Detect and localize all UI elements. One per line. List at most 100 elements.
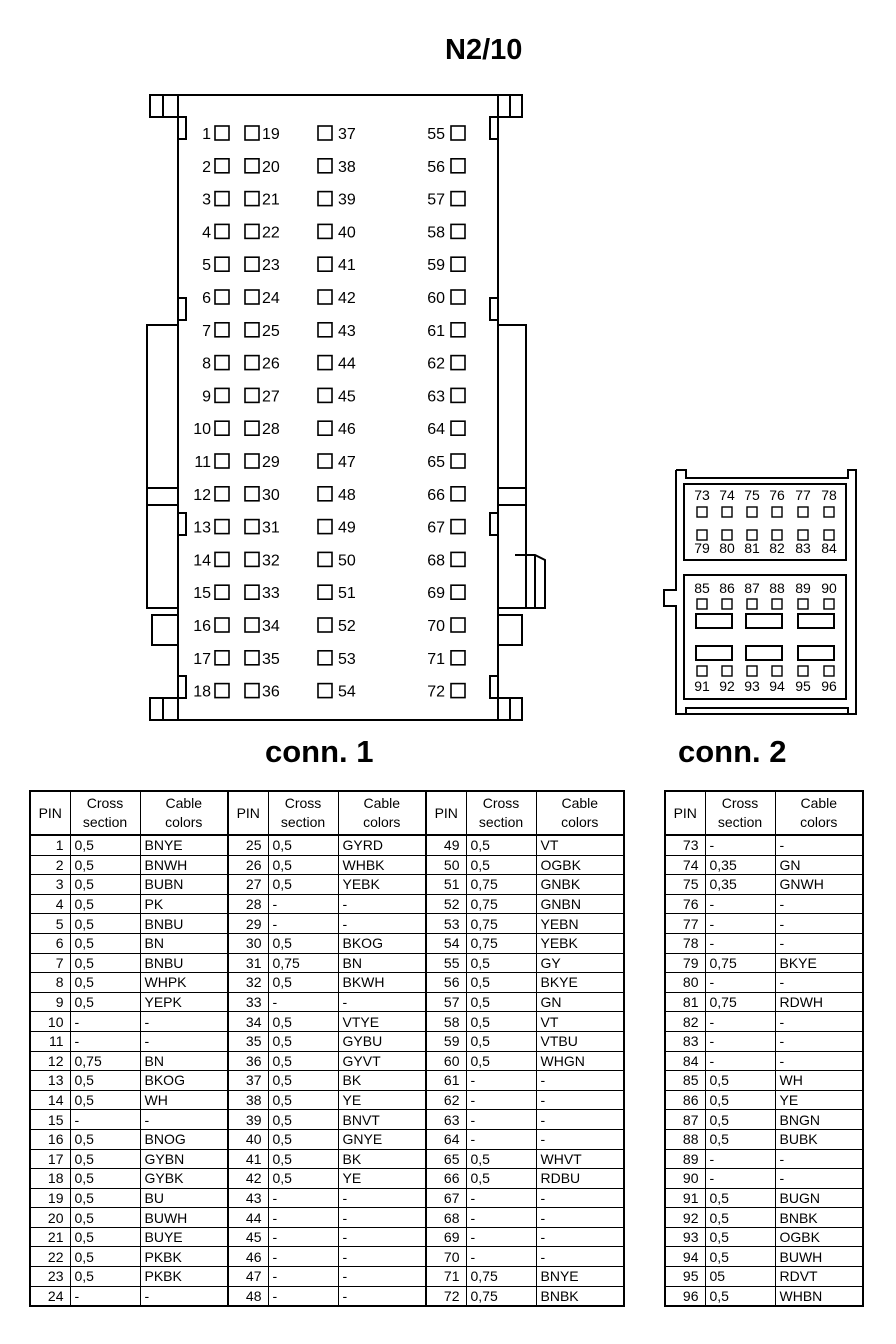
pin-cell: 69: [425, 1226, 467, 1248]
pin-number-label: 43: [338, 323, 356, 340]
pin-number-label: 74: [719, 487, 735, 503]
pin-cell: 70: [425, 1246, 467, 1268]
cable-color-cell: BNYE: [139, 834, 229, 856]
cable-color-cell: BNBU: [139, 913, 229, 934]
table-row: 77--: [664, 913, 864, 934]
pin-cell: 54: [425, 932, 467, 954]
pin-number-label: 52: [338, 618, 356, 635]
cable-color-cell: YEBN: [535, 913, 625, 934]
pin-number-label: 92: [719, 678, 735, 694]
pin-cell: 91: [664, 1187, 706, 1209]
cable-color-cell: WHGN: [535, 1050, 625, 1072]
cross-section-cell: -: [267, 991, 339, 1013]
pin-number-label: 16: [193, 618, 211, 635]
pin-socket: [214, 485, 230, 502]
pin-cell: 34: [227, 1011, 269, 1032]
pin-cell: 31: [227, 952, 269, 974]
pin-socket: [746, 529, 758, 541]
pin-socket: [450, 387, 466, 404]
pin-cell: 12: [29, 1050, 71, 1072]
cross-section-cell: -: [704, 1148, 776, 1170]
pin-cell: 87: [664, 1109, 706, 1130]
pin-cell: 52: [425, 893, 467, 915]
cable-color-cell: WH: [774, 1070, 864, 1091]
pin-socket: [797, 665, 809, 677]
pin-number-label: 80: [719, 540, 735, 556]
pin-socket: [317, 387, 333, 404]
cross-section-cell: 0,5: [704, 1285, 776, 1307]
pin-socket: [746, 506, 758, 518]
pin-number-label: 81: [744, 540, 760, 556]
pin-number-label: 14: [193, 552, 211, 569]
pin-socket: [450, 551, 466, 568]
pin-socket: [721, 506, 733, 518]
cross-section-cell: -: [267, 893, 339, 915]
pin-number-label: 33: [262, 585, 280, 602]
pin-number-label: 51: [338, 585, 356, 602]
cable-color-cell: -: [337, 1226, 427, 1248]
cross-section-cell: 0,75: [267, 952, 339, 974]
pin-cell: 9: [29, 991, 71, 1013]
pin-number-label: 76: [769, 487, 785, 503]
pin-number-label: 62: [427, 356, 445, 373]
cross-section-cell: -: [465, 1187, 537, 1209]
pin-cell: 77: [664, 913, 706, 934]
pin-socket: [214, 649, 230, 666]
connector-1-side-left: [146, 324, 179, 609]
pin-cell: 51: [425, 874, 467, 895]
pin-socket: [244, 649, 260, 666]
pin-cell: 65: [425, 1148, 467, 1170]
pin-cell: 90: [664, 1168, 706, 1189]
pin-number-label: 34: [262, 618, 280, 635]
cross-section-cell: -: [267, 1207, 339, 1228]
pin-number-label: 84: [821, 540, 837, 556]
pin-number-label: 2: [202, 159, 211, 176]
cross-section-cell: 0,5: [465, 1011, 537, 1032]
cross-section-cell: 0,75: [69, 1050, 141, 1072]
pin-cell: 19: [29, 1187, 71, 1209]
pin-cell: 85: [664, 1070, 706, 1091]
cable-color-cell: -: [139, 1011, 229, 1032]
pin-cell: 57: [425, 991, 467, 1013]
cable-color-cell: -: [774, 932, 864, 954]
pin-number-label: 72: [427, 684, 445, 701]
pin-cell: 11: [29, 1030, 71, 1052]
pin-cell: 1: [29, 834, 71, 856]
connector-2-label: conn. 2: [678, 734, 787, 769]
cross-section-cell: 0,5: [69, 1226, 141, 1248]
cross-section-cell: 05: [704, 1266, 776, 1287]
cable-color-cell: -: [535, 1246, 625, 1268]
pin-number-label: 96: [821, 678, 837, 694]
pin-number-label: 94: [769, 678, 785, 694]
pin-number-label: 78: [821, 487, 837, 503]
cross-section-cell: 0,5: [267, 1109, 339, 1130]
pin-cell: 56: [425, 972, 467, 993]
cross-section-cell: 0,5: [69, 874, 141, 895]
cross-section-cell: 0,5: [267, 1070, 339, 1091]
cross-section-cell: 0,5: [704, 1089, 776, 1111]
pin-socket: [317, 617, 333, 633]
cable-color-cell: -: [139, 1030, 229, 1052]
pin-number-label: 18: [193, 684, 211, 701]
cross-section-cell: 0,5: [704, 1128, 776, 1150]
pin-number-label: 27: [262, 388, 280, 405]
cross-section-cell: 0,75: [465, 893, 537, 915]
cable-color-cell: GY: [535, 952, 625, 974]
cable-color-cell: -: [774, 1148, 864, 1170]
cable-color-cell: -: [337, 1207, 427, 1228]
cross-section-cell: 0,5: [69, 1089, 141, 1111]
pin-socket: [244, 453, 260, 469]
cable-color-cell: -: [535, 1207, 625, 1228]
cable-color-cell: -: [535, 1070, 625, 1091]
pin-socket: [823, 598, 835, 610]
cable-color-cell: BKWH: [337, 972, 427, 993]
cross-section-cell: 0,75: [465, 913, 537, 934]
